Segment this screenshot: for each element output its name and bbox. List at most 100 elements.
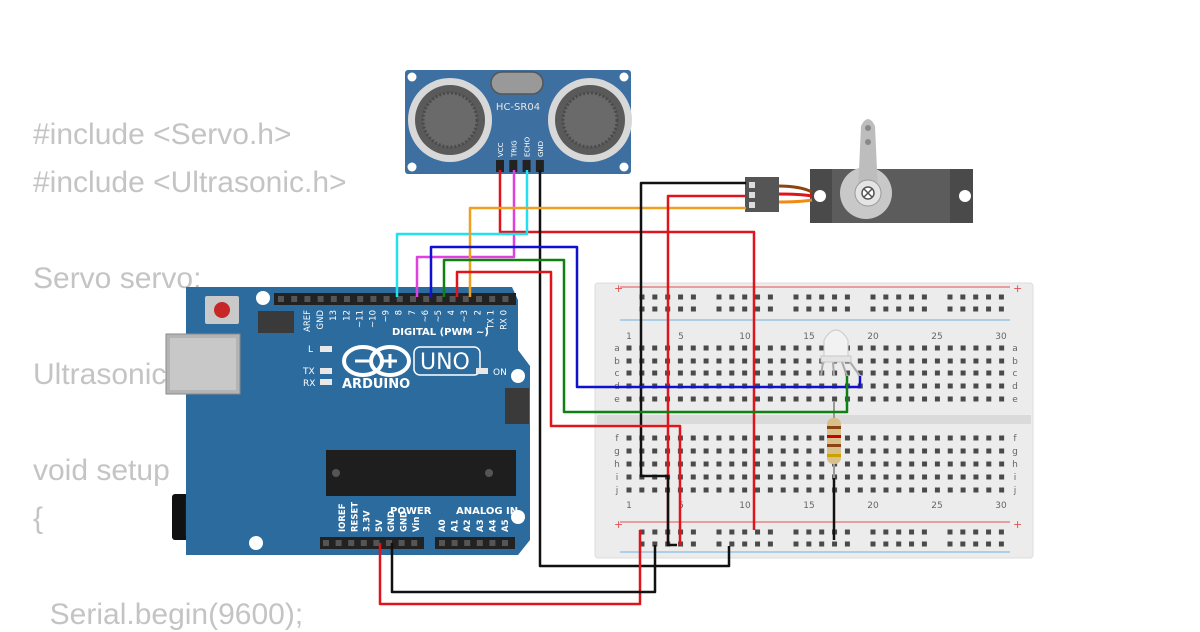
- rail-hole[interactable]: [921, 529, 927, 535]
- breadboard-hole[interactable]: [677, 345, 683, 351]
- wire-led-blue[interactable]: [429, 245, 862, 389]
- breadboard-hole[interactable]: [690, 370, 696, 376]
- rail-hole[interactable]: [690, 294, 696, 300]
- wire-servo-gnd[interactable]: [639, 181, 746, 547]
- rail-hole[interactable]: [883, 541, 889, 547]
- breadboard-hole[interactable]: [626, 435, 632, 441]
- breadboard-hole[interactable]: [934, 448, 940, 454]
- breadboard-hole[interactable]: [947, 370, 953, 376]
- breadboard-hole[interactable]: [934, 370, 940, 376]
- breadboard-hole[interactable]: [947, 383, 953, 389]
- breadboard-hole[interactable]: [947, 448, 953, 454]
- breadboard-hole[interactable]: [703, 448, 709, 454]
- breadboard-hole[interactable]: [755, 396, 760, 402]
- breadboard-hole[interactable]: [819, 487, 825, 493]
- breadboard-hole[interactable]: [973, 474, 979, 480]
- breadboard-hole[interactable]: [986, 358, 992, 364]
- servo-horn[interactable]: [858, 119, 878, 192]
- rail-hole[interactable]: [755, 541, 761, 547]
- breadboard-hole[interactable]: [844, 435, 850, 441]
- breadboard-hole[interactable]: [780, 345, 786, 351]
- breadboard-hole[interactable]: [716, 474, 722, 480]
- sensor-pin[interactable]: [522, 160, 531, 172]
- breadboard-hole[interactable]: [986, 383, 992, 389]
- breadboard-hole[interactable]: [960, 474, 966, 480]
- rail-hole[interactable]: [678, 294, 684, 300]
- breadboard-hole[interactable]: [960, 435, 966, 441]
- breadboard-hole[interactable]: [857, 396, 863, 402]
- breadboard-hole[interactable]: [857, 461, 863, 467]
- jumper-wires[interactable]: [378, 170, 862, 606]
- breadboard-hole[interactable]: [960, 396, 966, 402]
- breadboard-hole[interactable]: [909, 370, 915, 376]
- breadboard-hole[interactable]: [780, 396, 786, 402]
- breadboard-hole[interactable]: [934, 358, 940, 364]
- breadboard-hole[interactable]: [947, 345, 953, 351]
- breadboard-hole[interactable]: [960, 487, 966, 493]
- breadboard-hole[interactable]: [844, 461, 850, 467]
- breadboard-hole[interactable]: [909, 383, 915, 389]
- breadboard-hole[interactable]: [819, 396, 825, 402]
- breadboard-hole[interactable]: [973, 487, 979, 493]
- rail-hole[interactable]: [767, 529, 773, 535]
- rail-hole[interactable]: [973, 306, 979, 312]
- rail-hole[interactable]: [678, 306, 684, 312]
- breadboard-hole[interactable]: [947, 461, 953, 467]
- breadboard-hole[interactable]: [729, 487, 735, 493]
- breadboard-hole[interactable]: [819, 448, 825, 454]
- breadboard-hole[interactable]: [973, 435, 979, 441]
- rail-hole[interactable]: [819, 529, 825, 535]
- breadboard-hole[interactable]: [973, 383, 979, 389]
- breadboard-hole[interactable]: [639, 487, 645, 493]
- wire-gnd[interactable]: [390, 543, 657, 594]
- breadboard-hole[interactable]: [742, 396, 748, 402]
- breadboard-hole[interactable]: [729, 474, 735, 480]
- breadboard-hole[interactable]: [626, 396, 632, 402]
- rail-hole[interactable]: [844, 294, 850, 300]
- breadboard-hole[interactable]: [703, 461, 709, 467]
- rail-hole[interactable]: [742, 541, 748, 547]
- breadboard-hole[interactable]: [934, 435, 940, 441]
- breadboard-hole[interactable]: [870, 461, 876, 467]
- breadboard-hole[interactable]: [870, 345, 876, 351]
- breadboard-hole[interactable]: [729, 461, 735, 467]
- wire-servo-power[interactable]: [666, 194, 746, 545]
- breadboard-hole[interactable]: [883, 345, 889, 351]
- servo-motor[interactable]: [745, 119, 973, 223]
- breadboard-hole[interactable]: [896, 487, 902, 493]
- breadboard-hole[interactable]: [922, 435, 928, 441]
- rail-hole[interactable]: [998, 529, 1004, 535]
- breadboard-hole[interactable]: [883, 487, 889, 493]
- breadboard-hole[interactable]: [626, 487, 632, 493]
- breadboard-hole[interactable]: [870, 370, 876, 376]
- breadboard-hole[interactable]: [960, 448, 966, 454]
- breadboard-hole[interactable]: [729, 345, 735, 351]
- breadboard-hole[interactable]: [755, 474, 760, 480]
- rail-hole[interactable]: [819, 306, 825, 312]
- breadboard-hole[interactable]: [934, 396, 940, 402]
- breadboard-hole[interactable]: [909, 435, 915, 441]
- breadboard-hole[interactable]: [947, 396, 953, 402]
- breadboard-hole[interactable]: [780, 358, 786, 364]
- rail-hole[interactable]: [896, 294, 902, 300]
- breadboard-hole[interactable]: [677, 396, 683, 402]
- rail-hole[interactable]: [716, 294, 722, 300]
- rail-hole[interactable]: [742, 306, 748, 312]
- breadboard-hole[interactable]: [793, 370, 799, 376]
- breadboard-hole[interactable]: [857, 448, 863, 454]
- breadboard-hole[interactable]: [896, 448, 902, 454]
- rail-hole[interactable]: [832, 294, 838, 300]
- sensor-pin[interactable]: [509, 160, 518, 172]
- breadboard-hole[interactable]: [703, 358, 709, 364]
- breadboard-hole[interactable]: [806, 461, 812, 467]
- wire-trig[interactable]: [415, 170, 516, 297]
- breadboard-hole[interactable]: [870, 358, 876, 364]
- breadboard-hole[interactable]: [909, 487, 915, 493]
- breadboard-hole[interactable]: [986, 448, 992, 454]
- breadboard-hole[interactable]: [742, 487, 748, 493]
- breadboard-hole[interactable]: [870, 448, 876, 454]
- wire-servo-signal[interactable]: [468, 206, 746, 297]
- breadboard-hole[interactable]: [626, 358, 632, 364]
- rail-hole[interactable]: [986, 306, 992, 312]
- wire-5v[interactable]: [378, 530, 642, 606]
